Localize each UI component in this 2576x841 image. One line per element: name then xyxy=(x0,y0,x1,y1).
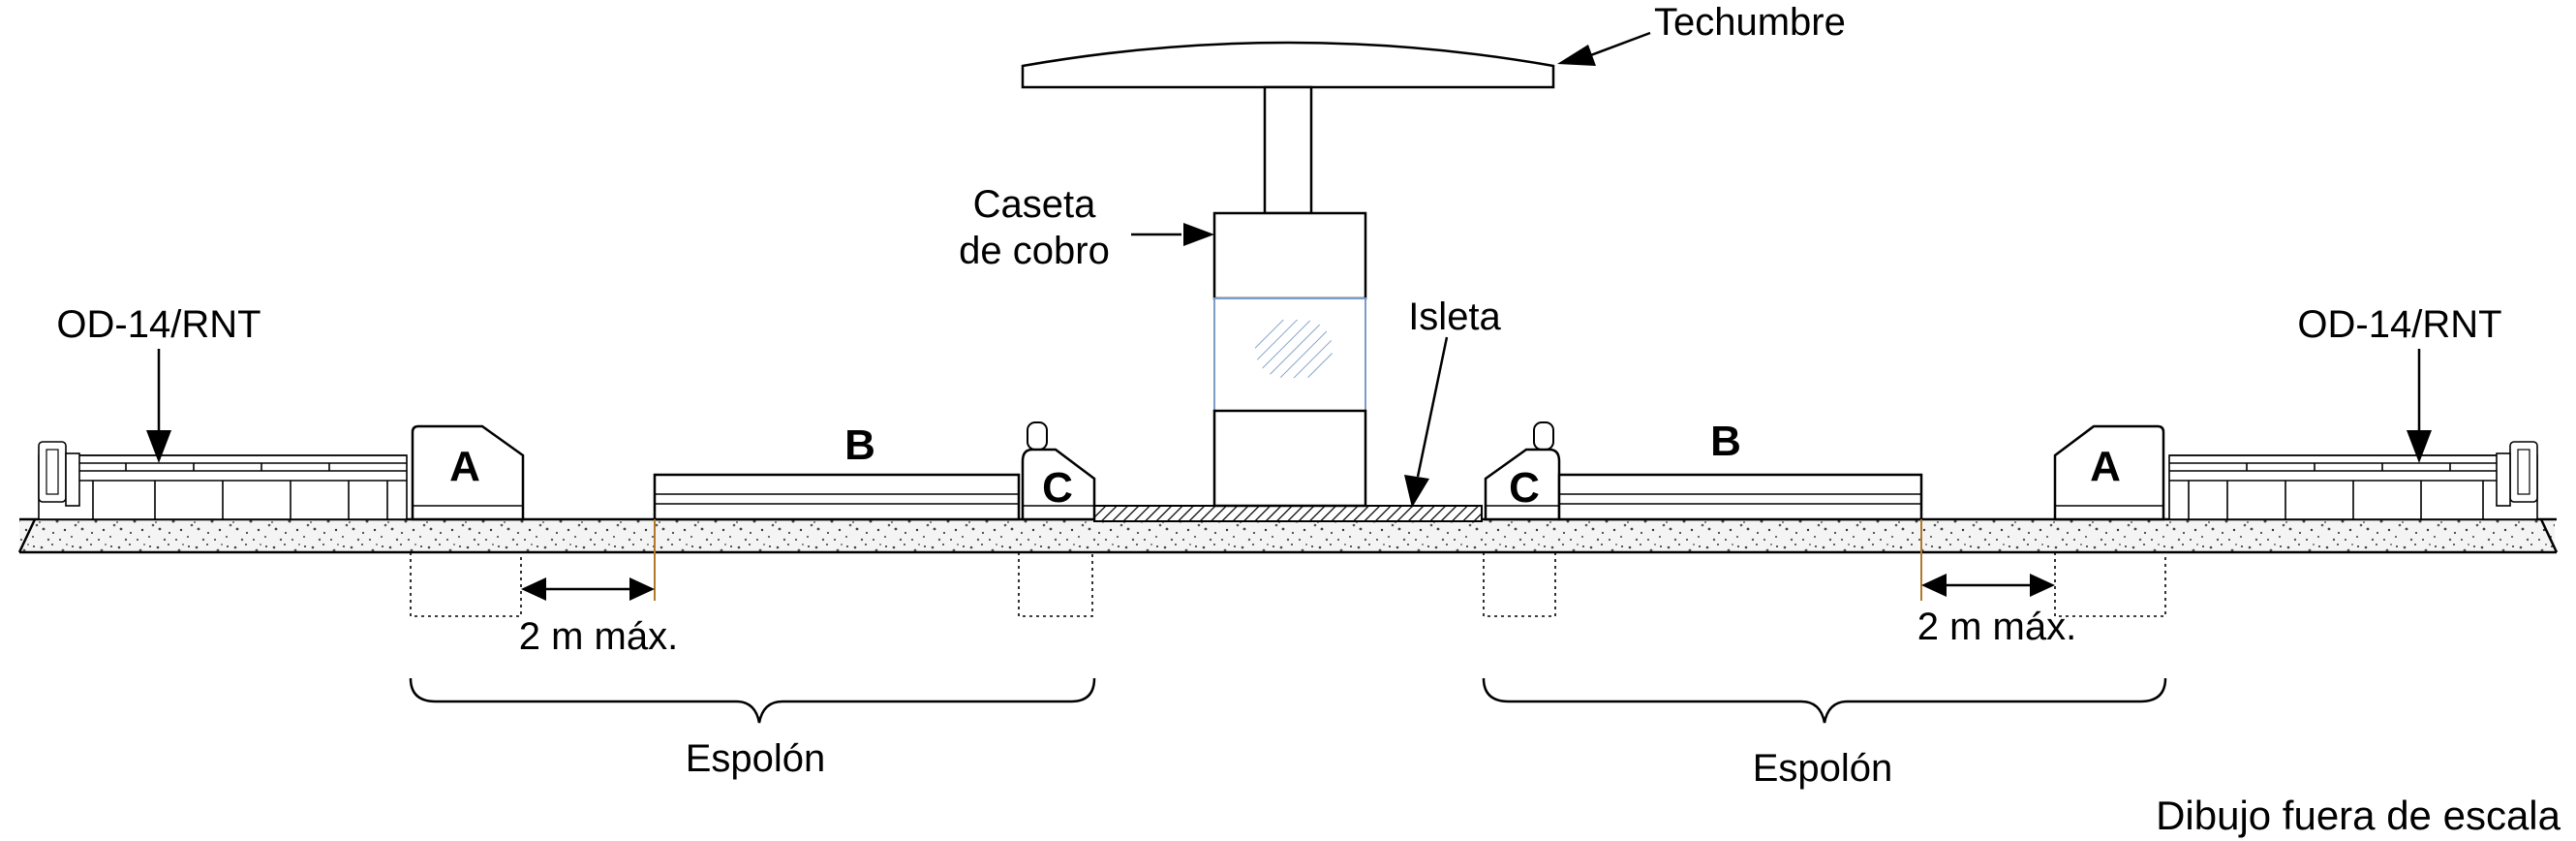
techumbre-pointer xyxy=(1557,31,1651,66)
block-b-right xyxy=(1557,473,1923,601)
od14-pointer-left xyxy=(146,349,171,463)
od14-label-left: OD-14/RNT xyxy=(56,303,261,346)
label-c-right: C xyxy=(1509,464,1540,512)
caseta-label-line1: Caseta xyxy=(973,183,1096,226)
caseta-de-cobro xyxy=(1212,211,1367,508)
distance-label-left: 2 m máx. xyxy=(519,615,678,658)
block-b-left xyxy=(653,473,1021,601)
label-a-right: A xyxy=(2090,443,2121,490)
caseta-label-line2: de cobro xyxy=(959,230,1110,272)
isleta-label: Isleta xyxy=(1408,296,1501,338)
block-a-left xyxy=(411,424,525,521)
window-glass xyxy=(1255,320,1333,378)
od14-label-right: OD-14/RNT xyxy=(2297,303,2501,346)
footings xyxy=(410,552,2166,617)
isleta xyxy=(1093,505,1483,522)
od14-pointer-right xyxy=(2407,349,2432,463)
block-c-left xyxy=(1021,421,1096,521)
espolon-label-right: Espolón xyxy=(1753,747,1893,790)
block-a-right xyxy=(2053,424,2165,521)
espolon-brace-right xyxy=(1482,677,2167,724)
techumbre xyxy=(1021,41,1555,89)
distance-label-right: 2 m máx. xyxy=(1917,606,2076,648)
canopy-column xyxy=(1263,85,1313,215)
distance-arrow-right xyxy=(1921,574,2055,597)
block-c-right xyxy=(1484,421,1561,521)
distance-arrow-left xyxy=(521,577,655,601)
ground xyxy=(17,517,2559,554)
techumbre-label: Techumbre xyxy=(1654,1,1846,44)
od14-device-left xyxy=(38,441,408,520)
scale-note: Dibujo fuera de escala xyxy=(2156,793,2561,838)
label-b-right: B xyxy=(1710,418,1741,465)
label-b-left: B xyxy=(844,421,875,469)
caseta-pointer xyxy=(1131,223,1214,246)
label-a-left: A xyxy=(449,443,480,490)
isleta-pointer xyxy=(1404,336,1449,508)
espolon-label-left: Espolón xyxy=(686,737,826,780)
od14-device-right xyxy=(2168,441,2538,520)
label-c-left: C xyxy=(1042,464,1073,512)
